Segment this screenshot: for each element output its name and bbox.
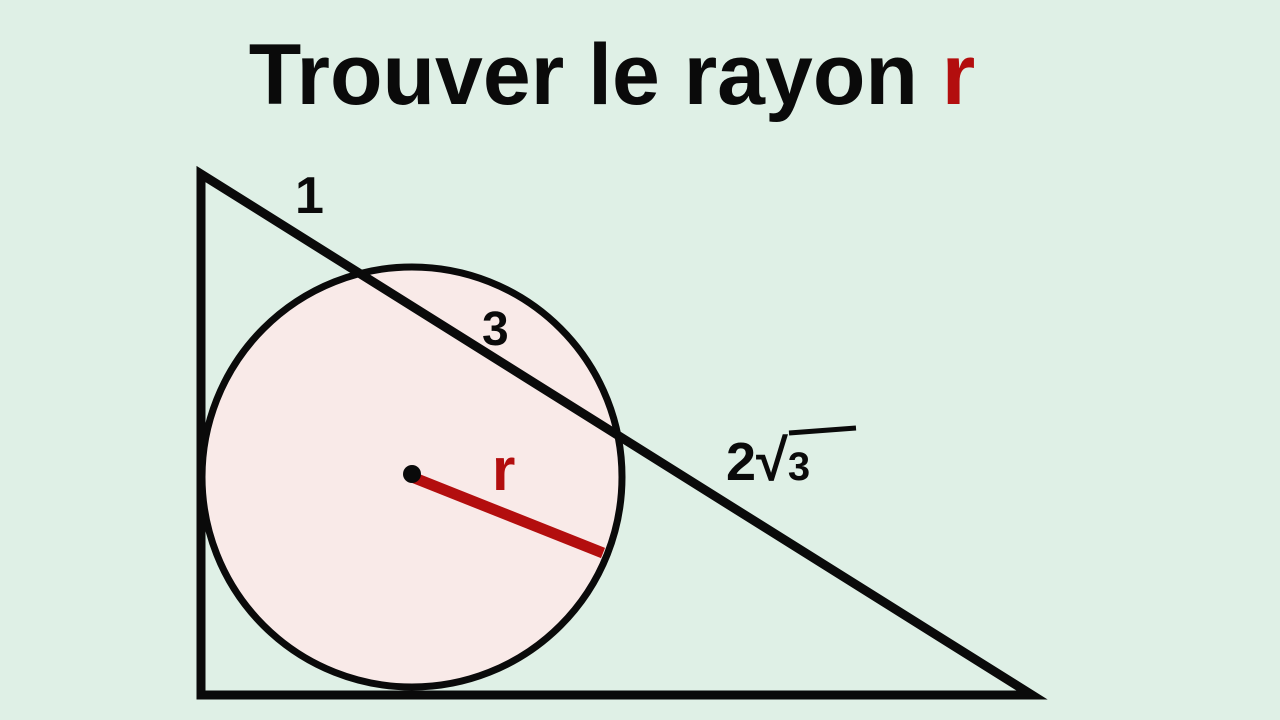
title-main: Trouver le rayon xyxy=(249,27,942,123)
circle-center-dot xyxy=(403,465,421,483)
label-sqrt-coefficient: 2 xyxy=(726,432,756,492)
sqrt-radical-sign: √ xyxy=(756,428,788,493)
title-accent-r: r xyxy=(942,27,975,123)
radius-segment xyxy=(409,471,606,559)
right-triangle xyxy=(196,165,1048,700)
label-radius: r xyxy=(492,436,515,503)
label-segment-right: 2√3 xyxy=(726,428,810,493)
label-sqrt-radicand: 3 xyxy=(788,445,810,489)
page-title: Trouver le rayon r xyxy=(249,27,976,123)
sqrt-vinculum xyxy=(788,425,857,436)
label-segment-top: 1 xyxy=(295,167,324,225)
label-segment-middle: 3 xyxy=(482,303,509,356)
